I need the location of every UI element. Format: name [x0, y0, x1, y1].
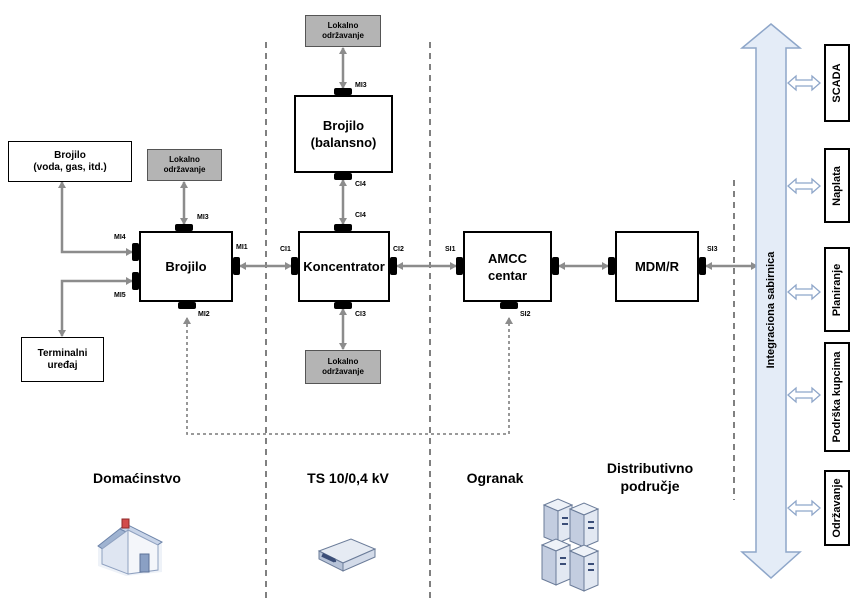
region-ts: TS 10/0,4 kV — [307, 470, 389, 486]
koncentrator-box: Koncentrator — [298, 231, 390, 302]
port-ci3 — [334, 302, 352, 309]
port-ci1 — [291, 257, 298, 275]
lokalno-odrzavanje-brojilo: Lokalno održavanje — [147, 149, 222, 181]
label-mi1: MI1 — [236, 244, 248, 251]
label-ci2: CI2 — [393, 246, 404, 253]
port-mi3-balansno — [334, 88, 352, 95]
port-mi1 — [233, 257, 240, 275]
port-mdm-left — [608, 257, 615, 275]
region-ogranak: Ogranak — [466, 470, 524, 486]
system-naplata: Naplata — [824, 148, 850, 223]
label-ci3: CI3 — [355, 311, 366, 318]
brojilo-balansno-box: Brojilo (balansno) — [294, 95, 393, 173]
system-planiranje: Planiranje — [824, 247, 850, 332]
label-si1: SI1 — [445, 246, 456, 253]
connector-mi2-si2-dotted — [183, 317, 513, 435]
bus-planiranje-arrow — [787, 283, 821, 301]
port-si3 — [699, 257, 706, 275]
connector-voda-mi4 — [58, 181, 133, 256]
label-mi4: MI4 — [114, 234, 126, 241]
port-mi3-brojilo — [175, 224, 193, 231]
terminalni-uredaj-box: Terminalni uređaj — [21, 337, 104, 382]
port-amcc-right — [552, 257, 559, 275]
region-domacinstvo: Domaćinstvo — [93, 470, 181, 486]
system-naplata-label: Naplata — [831, 165, 843, 206]
connector-mi5-terminal — [58, 277, 133, 337]
port-ci4-koncentrator — [334, 224, 352, 231]
system-odrzavanje: Održavanje — [824, 470, 850, 546]
integration-bus-label: Integraciona sabirnica — [765, 251, 777, 369]
port-si1 — [456, 257, 463, 275]
bus-system-arrows — [787, 74, 821, 517]
label-ci4-lower: CI4 — [355, 212, 366, 219]
label-mi3-top: MI3 — [355, 82, 367, 89]
port-mi4 — [132, 243, 139, 261]
port-ci2 — [390, 257, 397, 275]
label-ci4-upper: CI4 — [355, 181, 366, 188]
server-rack-icon — [540, 498, 600, 592]
port-mi5 — [132, 272, 139, 290]
integration-bus-arrow — [739, 23, 803, 580]
substation-device-icon — [317, 538, 377, 572]
label-ci1: CI1 — [280, 246, 291, 253]
label-mi5: MI5 — [114, 292, 126, 299]
system-scada: SCADA — [824, 44, 850, 122]
bus-naplata-arrow — [787, 177, 821, 195]
system-scada-label: SCADA — [831, 63, 843, 103]
port-ci4-balansno — [334, 173, 352, 180]
lokalno-odrzavanje-top: Lokalno održavanje — [305, 15, 381, 47]
brojilo-box: Brojilo — [139, 231, 233, 302]
bus-odrzavanje-arrow — [787, 499, 821, 517]
port-si2 — [500, 302, 518, 309]
label-si2: SI2 — [520, 311, 531, 318]
mdm-r-box: MDM/R — [615, 231, 699, 302]
amcc-centar-box: AMCC centar — [463, 231, 552, 302]
region-distributivno: Distributivno područje — [606, 460, 694, 494]
brojilo-voda-box: Brojilo (voda, gas, itd.) — [8, 141, 132, 182]
lokalno-odrzavanje-bottom: Lokalno održavanje — [305, 350, 381, 384]
system-podrska-label: Podrška kupcima — [831, 351, 843, 443]
system-odrzavanje-label: Održavanje — [831, 478, 843, 538]
port-mi2 — [178, 302, 196, 309]
system-planiranje-label: Planiranje — [831, 263, 843, 316]
label-si3: SI3 — [707, 246, 718, 253]
label-mi3-brojilo: MI3 — [197, 214, 209, 221]
label-mi2: MI2 — [198, 311, 210, 318]
bus-podrska-arrow — [787, 386, 821, 404]
bus-scada-arrow — [787, 74, 821, 92]
system-podrska-kupcima: Podrška kupcima — [824, 342, 850, 452]
house-icon — [97, 518, 163, 576]
